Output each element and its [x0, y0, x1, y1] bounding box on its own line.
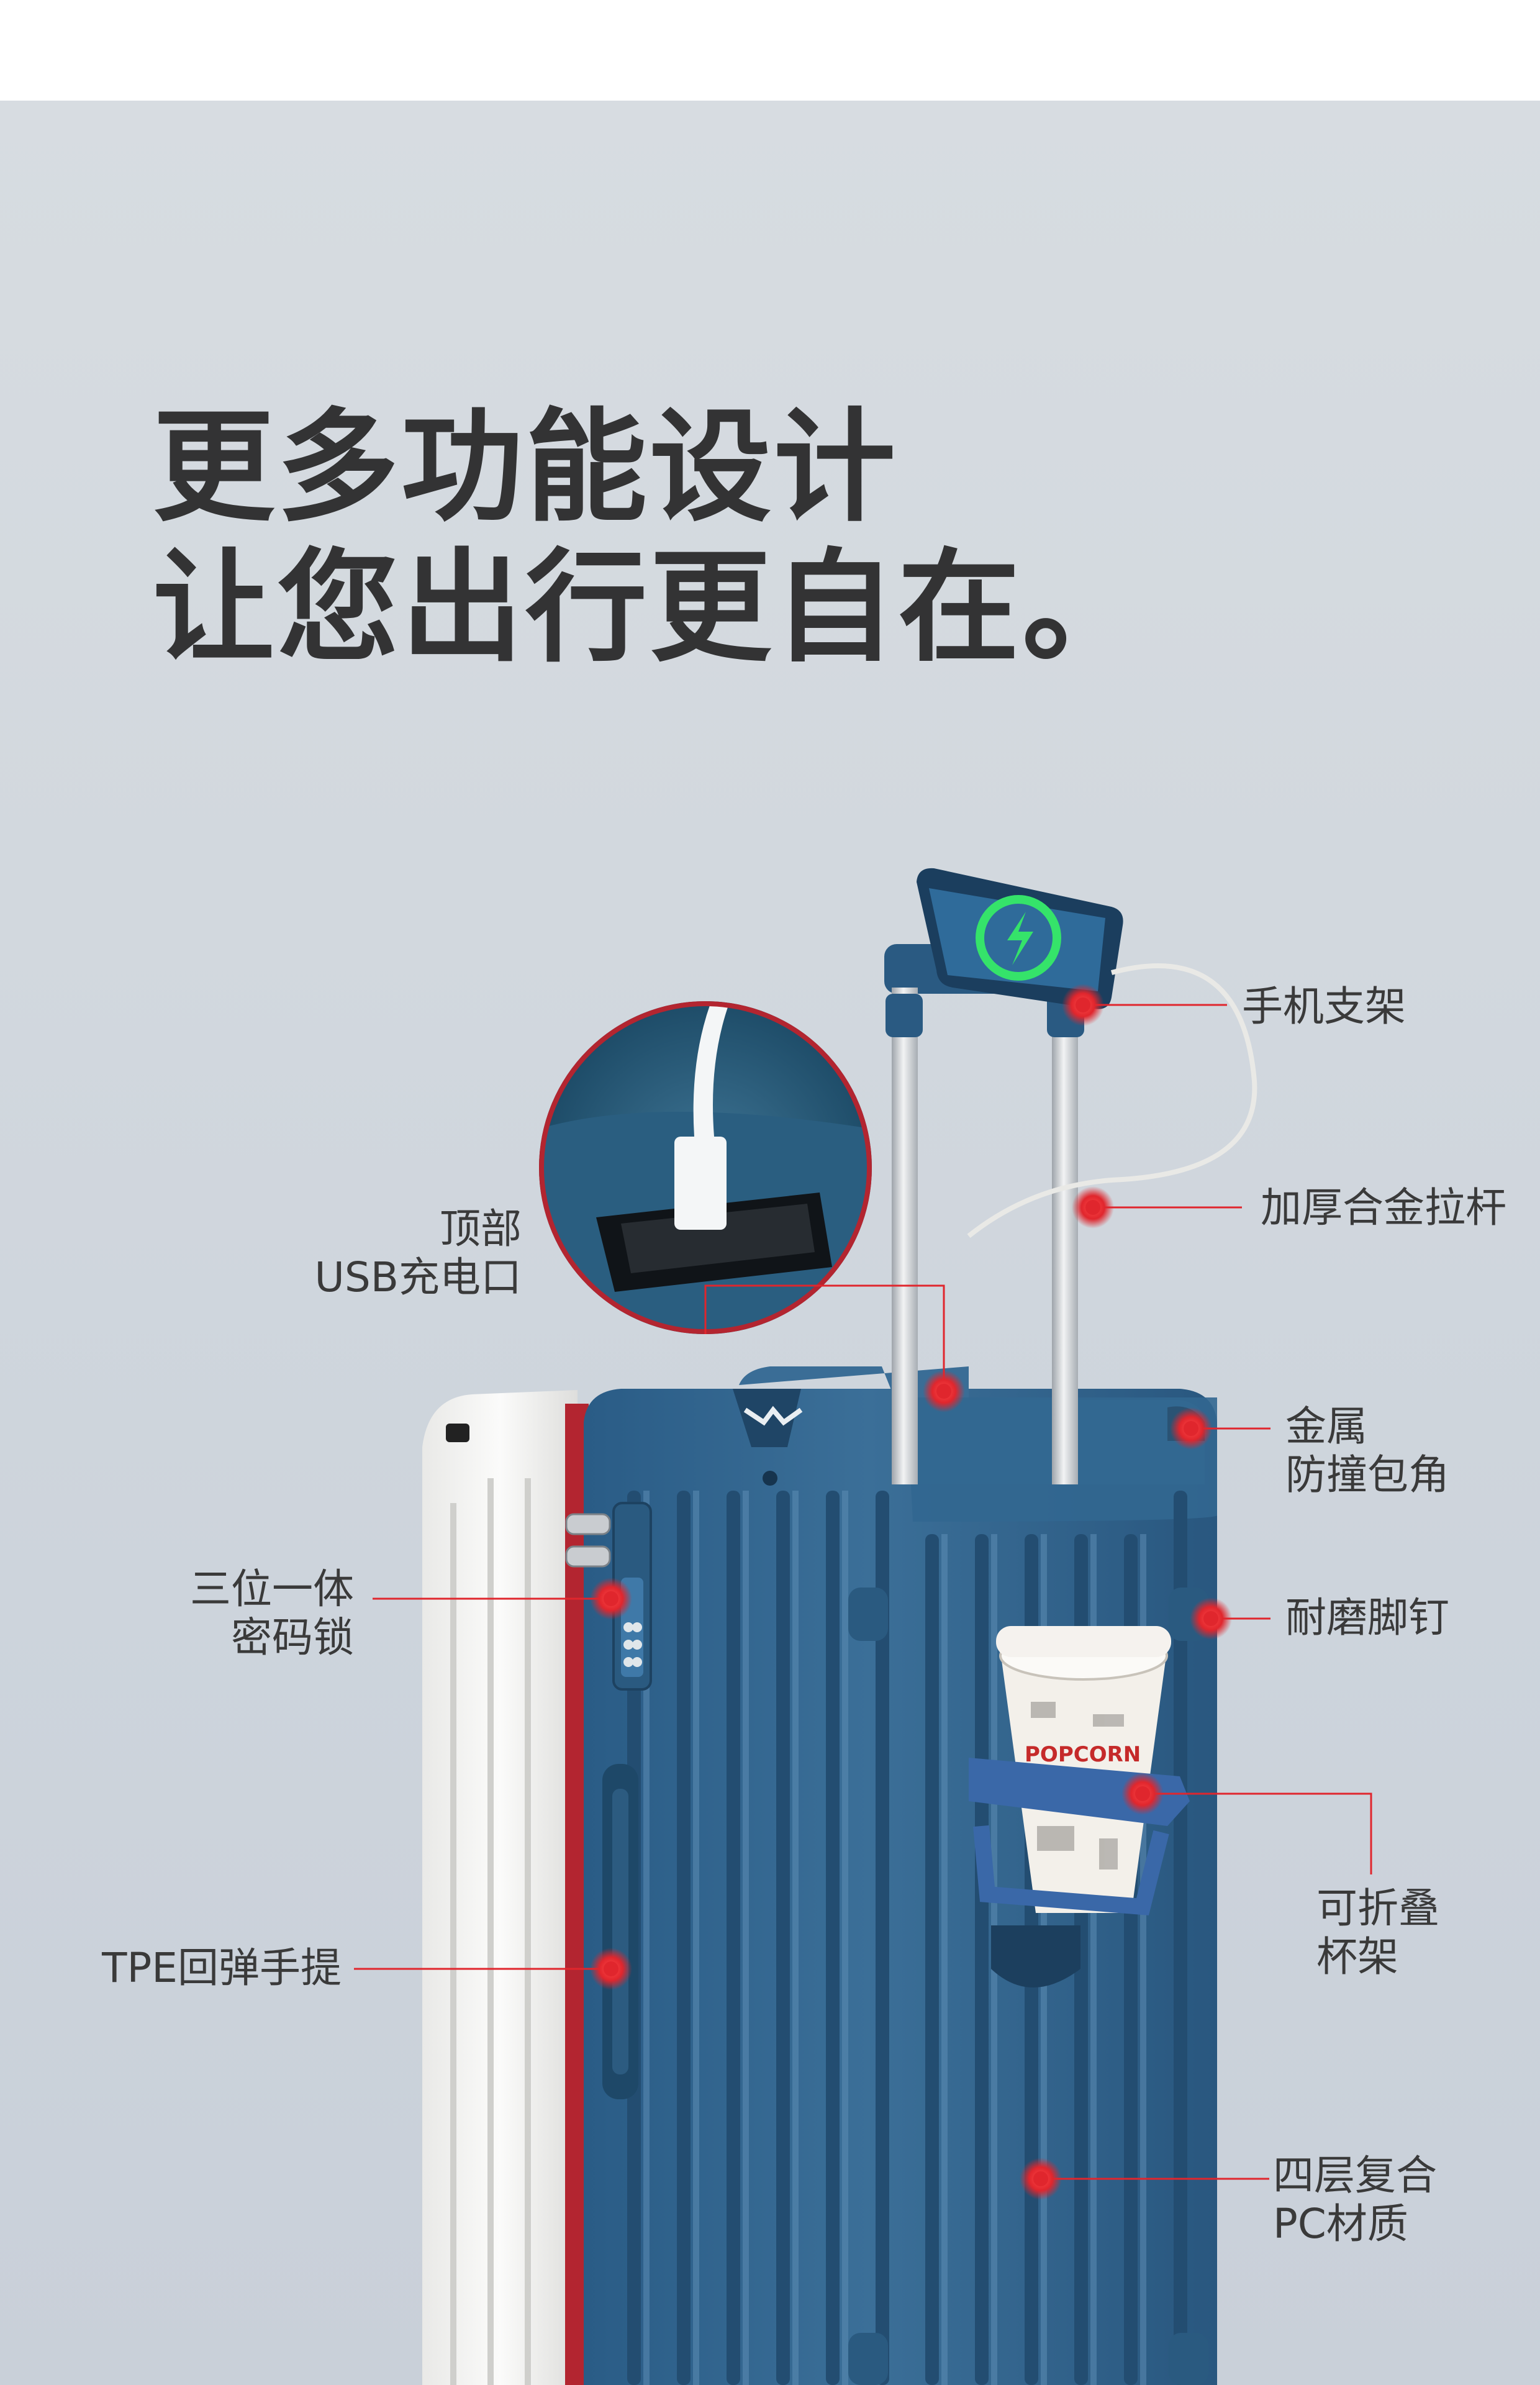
label-phone-holder: 手机支架 [1242, 983, 1406, 1030]
usb-port-detail [539, 1001, 872, 1334]
label-combo-lock: 三位一体 密码锁 [190, 1565, 354, 1661]
label-usb-port: 顶部 USB充电口 [314, 1205, 522, 1301]
combination-lock [565, 1502, 652, 1691]
headline-line-2: 让您出行更自在。 [153, 537, 1147, 679]
blue-suitcase [584, 1366, 1217, 2385]
phone-on-stand [917, 868, 1257, 1238]
label-wear-studs: 耐磨脚钉 [1285, 1594, 1449, 1642]
label-alloy-rod: 加厚合金拉杆 [1261, 1184, 1506, 1232]
label-pc-material: 四层复合 PC材质 [1273, 2151, 1437, 2248]
cup-print-text: POPCORN [1025, 1742, 1141, 1767]
callout-dots [590, 984, 1232, 2200]
white-suitcase [422, 1390, 578, 2385]
headline-line-1: 更多功能设计 [153, 397, 899, 538]
side-handle [602, 1764, 638, 2099]
label-handle: TPE回弹手提 [102, 1944, 342, 1992]
label-corner-guard: 金属 防撞包角 [1285, 1402, 1449, 1499]
cup-holder: POPCORN [969, 1626, 1190, 1915]
headline: 更多功能设计 让您出行更自在。 [153, 398, 1146, 678]
label-cup-holder: 可折叠 杯架 [1316, 1884, 1439, 1981]
